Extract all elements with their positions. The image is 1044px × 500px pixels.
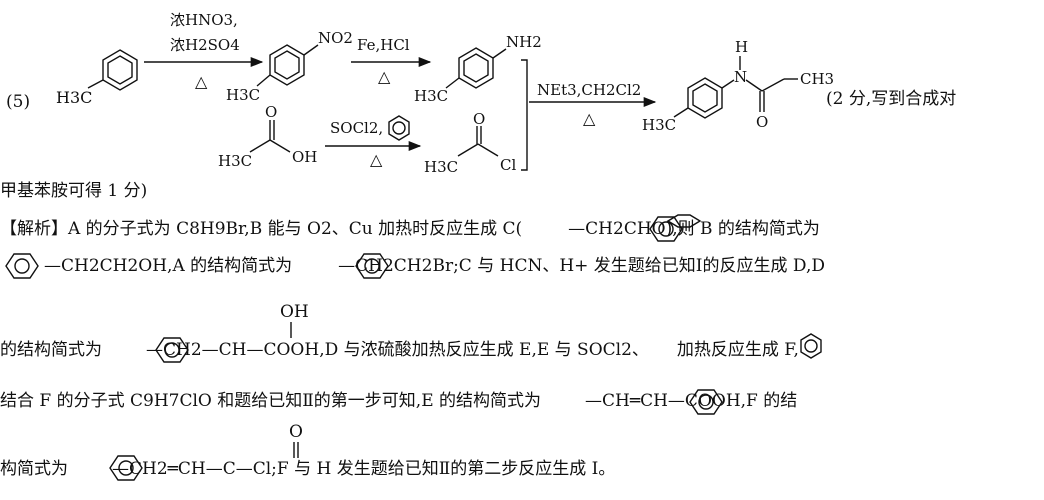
analysis-f-prefix: 构简式为 <box>0 459 68 479</box>
benzene-ring-icon <box>5 253 39 279</box>
text-line-2: —CH2CH2OH,A 的结构简式为 —CH2CH2Br;C 与 HCN、H+ 发… <box>0 255 825 277</box>
analysis-a-structure: —CH2CH2Br;C 与 HCN、H+ 发生题给已知Ⅰ的反应生成 D,D <box>338 256 825 276</box>
cond-net3-ch2cl2: NEt3,CH2Cl2 <box>537 81 641 99</box>
acetic-acid-structure: O OH H3C <box>218 103 317 170</box>
step-label: (5) <box>6 92 30 112</box>
toluidine-structure: NH2 H3C <box>414 33 542 105</box>
text-line-0: 甲基苯胺可得 1 分) <box>0 181 148 201</box>
acid-oh-label: OH <box>292 148 317 166</box>
cond-hno3: 浓HNO3, <box>170 11 238 29</box>
cond-h2so4: 浓H2SO4 <box>170 36 240 54</box>
analysis-c-structure: —CH2CHO),则 B 的结构简式为 <box>568 219 820 239</box>
heat-symbol-1: △ <box>195 72 208 91</box>
benzene-ring-icon <box>800 333 822 359</box>
amine-label: NH2 <box>506 33 542 51</box>
product-ch3-label: CH3 <box>800 70 834 88</box>
score-note: (2 分,写到合成对 <box>826 89 956 109</box>
product-h3c-label: H3C <box>642 116 676 134</box>
benzene-ring-icon <box>649 214 702 242</box>
acetyl-chloride-structure: O Cl H3C <box>424 110 516 176</box>
analysis-intro: 【解析】A 的分子式为 C8H9Br,B 能与 O2、Cu 加热时反应生成 C( <box>0 219 523 239</box>
acyl-cl-label: Cl <box>500 156 516 174</box>
acid-h3c-label: H3C <box>218 152 252 170</box>
acetanilide-product-structure: H N O CH3 H3C <box>642 38 834 134</box>
nitrotoluene-h3c-label: H3C <box>226 86 260 104</box>
heat-symbol-2: △ <box>378 67 391 86</box>
reactant-bracket <box>521 59 528 171</box>
toluene-structure: H3C <box>56 49 138 107</box>
text-line-5: 构简式为 —CH2═CH—C—Cl;F 与 H 发生题给已知Ⅱ的第二步反应生成 I… <box>0 458 615 480</box>
acid-o-label: O <box>265 103 277 121</box>
nitrotoluene-structure: NO2 H3C <box>226 29 353 104</box>
analysis-f-formation: 加热反应生成 F, <box>676 340 799 360</box>
benzene-ring-icon <box>355 253 389 279</box>
text-line-4: 结合 F 的分子式 C9H7ClO 和题给已知Ⅱ的第一步可知,E 的结构简式为 —… <box>0 390 797 412</box>
cond-socl2: SOCl2, <box>330 119 383 137</box>
text-line-1: 【解析】A 的分子式为 C8H9Br,B 能与 O2、Cu 加热时反应生成 C(… <box>0 218 820 240</box>
cond-fe-hcl: Fe,HCl <box>357 36 410 54</box>
toluidine-h3c-label: H3C <box>414 87 448 105</box>
toluene-h3c-label: H3C <box>56 88 92 107</box>
benzene-ring-icon <box>689 389 723 415</box>
text-line-3: 的结构简式为 —CH2—CH—COOH,D 与浓硫酸加热反应生成 E,E 与 SO… <box>0 339 799 361</box>
analysis-f-structure: —CH2═CH—C—Cl;F 与 H 发生题给已知Ⅱ的第二步反应生成 I。 <box>112 459 616 479</box>
analysis-d-prefix: 的结构简式为 <box>0 340 102 360</box>
benzene-ring-icon <box>109 455 143 481</box>
benzene-solvent-icon <box>388 115 410 141</box>
line3-oh-label: OH <box>280 302 309 322</box>
product-h-label: H <box>735 38 748 56</box>
acyl-o-label: O <box>473 110 485 128</box>
analysis-d-structure: —CH2—CH—COOH,D 与浓硫酸加热反应生成 E,E 与 SOCl2、 <box>146 340 649 360</box>
product-o-label: O <box>756 113 768 131</box>
heat-symbol-4: △ <box>583 109 596 128</box>
nitro-label: NO2 <box>318 29 353 47</box>
acyl-h3c-label: H3C <box>424 158 458 176</box>
benzene-ring-icon <box>155 337 189 363</box>
analysis-b-structure: —CH2CH2OH,A 的结构简式为 <box>44 256 293 276</box>
line5-o-label: O <box>289 422 303 442</box>
heat-symbol-3: △ <box>370 150 383 169</box>
analysis-e-structure: —CH═CH—COOH,F 的结 <box>585 391 798 411</box>
product-n-label: N <box>734 68 747 86</box>
analysis-e-prefix: 结合 F 的分子式 C9H7ClO 和题给已知Ⅱ的第一步可知,E 的结构简式为 <box>0 391 542 411</box>
